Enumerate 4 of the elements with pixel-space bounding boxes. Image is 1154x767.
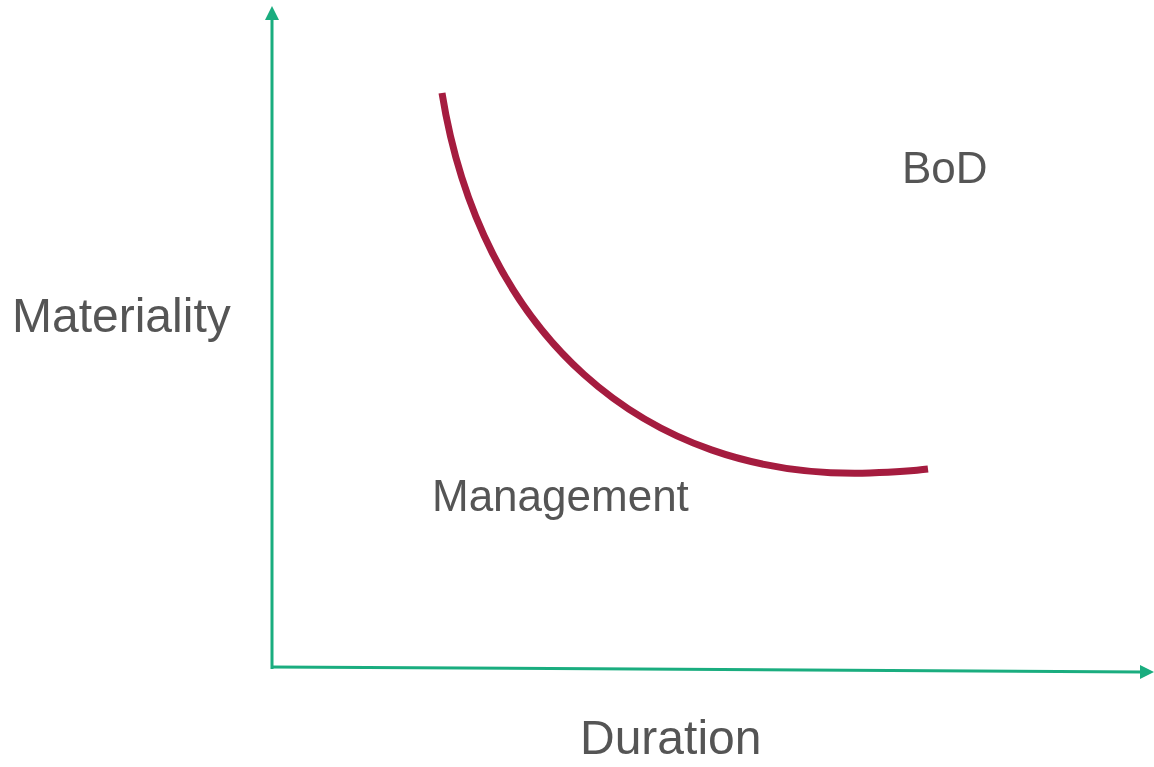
axis-title: Duration (580, 714, 762, 762)
region-label: Management (432, 474, 689, 518)
axis-title: Materiality (12, 292, 231, 340)
region-label: BoD (902, 146, 988, 190)
